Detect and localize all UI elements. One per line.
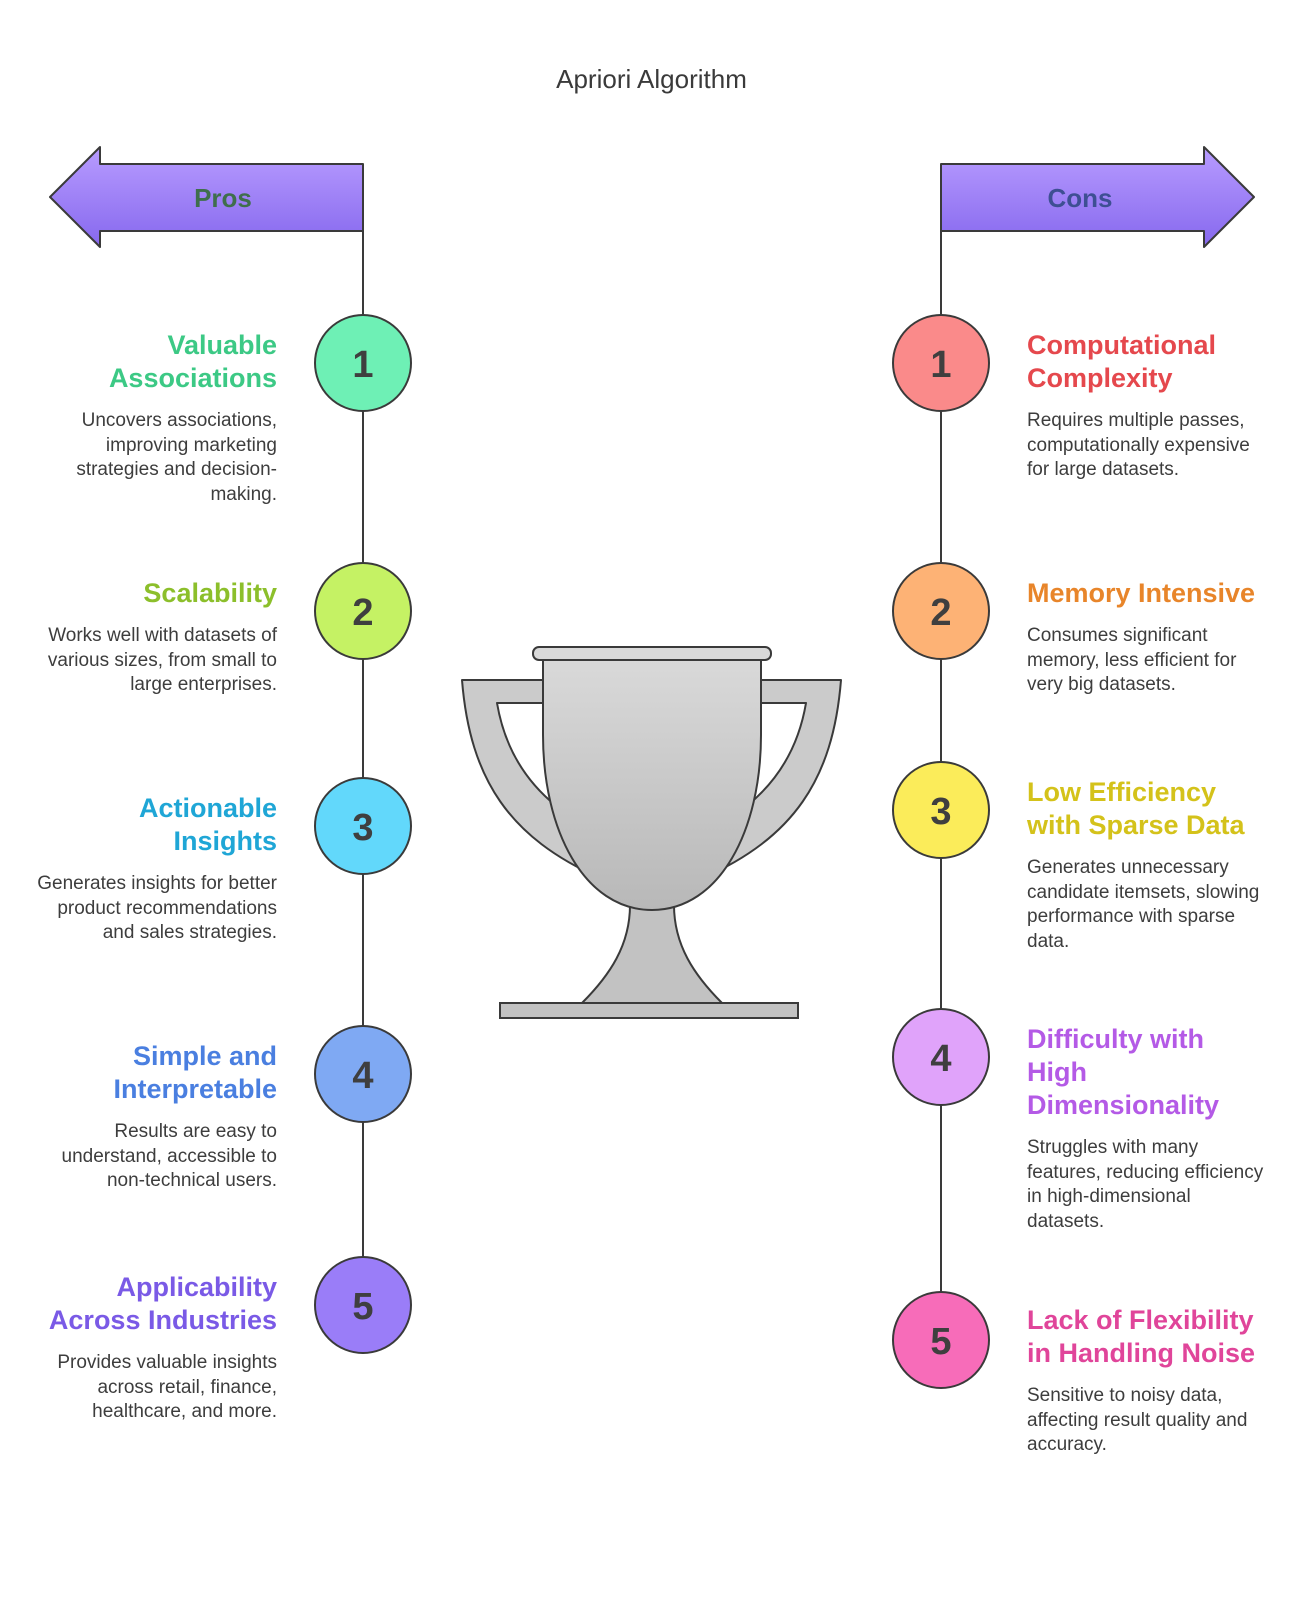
pro-number: 4 [352,1055,373,1097]
con-number-circle [892,1291,990,1389]
pro-description: Provides valuable insights across retail… [57,1352,277,1422]
diagram-title: Apriori Algorithm [556,64,747,94]
con-number-circle [892,1008,990,1106]
pro-title: Valuable Associations [108,330,277,393]
cons-arrow-shape [940,146,1255,248]
con-title: Lack of Flexibility in Handling Noise [1027,1305,1256,1368]
con-item-2: Memory Intensive Consumes significant me… [1027,577,1267,698]
trophy-icon [461,646,842,1019]
pro-number: 5 [352,1286,373,1328]
con-description: Generates unnecessary candidate itemsets… [1027,857,1260,952]
pro-number: 2 [352,592,373,634]
pro-title: Actionable Insights [138,793,277,856]
con-title: Low Efficiency with Sparse Data [1027,777,1245,840]
con-description: Consumes significant memory, less effici… [1027,625,1237,695]
pro-item-2: Scalability Works well with datasets of … [37,577,277,698]
pro-item-1: Valuable Associations Uncovers associati… [37,329,277,507]
pro-title: Simple and Interpretable [113,1041,277,1104]
pro-number: 1 [352,344,373,386]
con-number: 5 [930,1321,951,1363]
pro-description: Uncovers associations, improving marketi… [76,410,277,505]
pro-number-circle [314,314,412,412]
pro-item-3: Actionable Insights Generates insights f… [37,792,277,946]
pro-title: Applicability Across Industries [48,1272,277,1335]
con-description: Sensitive to noisy data, affecting resul… [1027,1385,1248,1455]
con-title: Memory Intensive [1027,578,1256,608]
pro-number: 3 [352,807,373,849]
con-number: 3 [930,791,951,833]
pros-arrow-shape [49,146,364,248]
con-title: Computational Complexity [1027,330,1216,393]
pro-number-circle [314,777,412,875]
con-item-4: Difficulty with High Dimensionality Stru… [1027,1023,1267,1234]
pro-description: Generates insights for better product re… [37,873,277,943]
pro-number-circle [314,1025,412,1123]
con-item-3: Low Efficiency with Sparse Data Generate… [1027,776,1267,954]
cons-label: Cons [1048,183,1113,213]
pro-item-5: Applicability Across Industries Provides… [37,1271,277,1425]
pro-description: Works well with datasets of various size… [47,625,277,695]
con-number-circle [892,562,990,660]
con-number: 1 [930,344,951,386]
pro-item-4: Simple and Interpretable Results are eas… [37,1040,277,1194]
con-title: Difficulty with High Dimensionality [1027,1024,1220,1120]
pro-title: Scalability [143,578,277,608]
pro-description: Results are easy to understand, accessib… [61,1121,277,1191]
pro-number-circle [314,1256,412,1354]
con-number-circle [892,314,990,412]
con-item-5: Lack of Flexibility in Handling Noise Se… [1027,1304,1267,1458]
pro-number-circle [314,562,412,660]
con-item-1: Computational Complexity Requires multip… [1027,329,1267,483]
con-number: 2 [930,592,951,634]
con-number-circle [892,761,990,859]
pros-label: Pros [194,183,252,213]
con-description: Struggles with many features, reducing e… [1027,1137,1264,1232]
con-description: Requires multiple passes, computationall… [1027,410,1250,480]
con-number: 4 [930,1038,951,1080]
